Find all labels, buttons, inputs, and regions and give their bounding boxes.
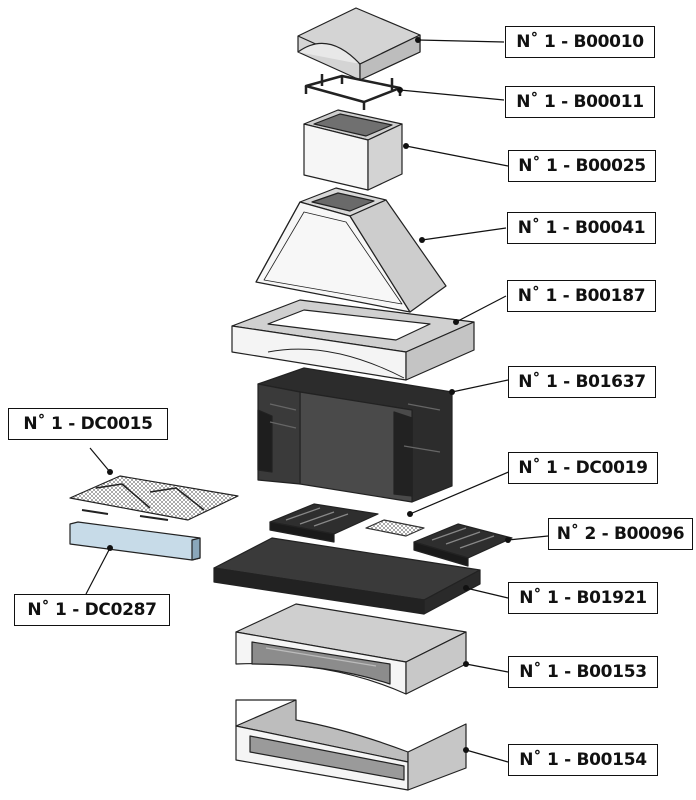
part-b00096-grate-right [413, 523, 513, 567]
label-b00010: N˚ 1 - B00010 [505, 26, 655, 58]
part-dc0015-grill [69, 475, 239, 521]
part-b00010-cap [297, 7, 421, 81]
part-b00154-base [235, 699, 467, 791]
label-dc0287: N˚ 1 - DC0287 [14, 594, 170, 626]
label-dc0015: N˚ 1 - DC0015 [8, 408, 168, 440]
part-b00011-frame [304, 74, 402, 110]
leader-dots [107, 37, 511, 753]
label-dc0019: N˚ 1 - DC0019 [508, 452, 658, 484]
label-b01921: N˚ 1 - B01921 [508, 582, 658, 614]
part-dc0019-mesh [365, 519, 425, 537]
label-b00187: N˚ 1 - B00187 [507, 280, 656, 312]
part-b00187-slab [231, 299, 475, 381]
part-b00041-hood [255, 187, 447, 313]
part-dc0287-bar [69, 521, 201, 561]
leader-lines [85, 39, 549, 763]
label-b00096: N˚ 2 - B00096 [548, 518, 693, 550]
label-b00011: N˚ 1 - B00011 [505, 86, 655, 118]
label-b01637: N˚ 1 - B01637 [508, 366, 656, 398]
part-b00153-base [235, 603, 467, 695]
part-b00025-chimney [303, 109, 403, 191]
part-b00096-grate-left [269, 503, 379, 543]
label-b00041: N˚ 1 - B00041 [507, 212, 656, 244]
label-b00025: N˚ 1 - B00025 [508, 150, 656, 182]
part-b01637-firebox [257, 367, 453, 503]
part-b01921-slab [213, 537, 481, 615]
label-b00153: N˚ 1 - B00153 [508, 656, 658, 688]
label-b00154: N˚ 1 - B00154 [508, 744, 658, 776]
